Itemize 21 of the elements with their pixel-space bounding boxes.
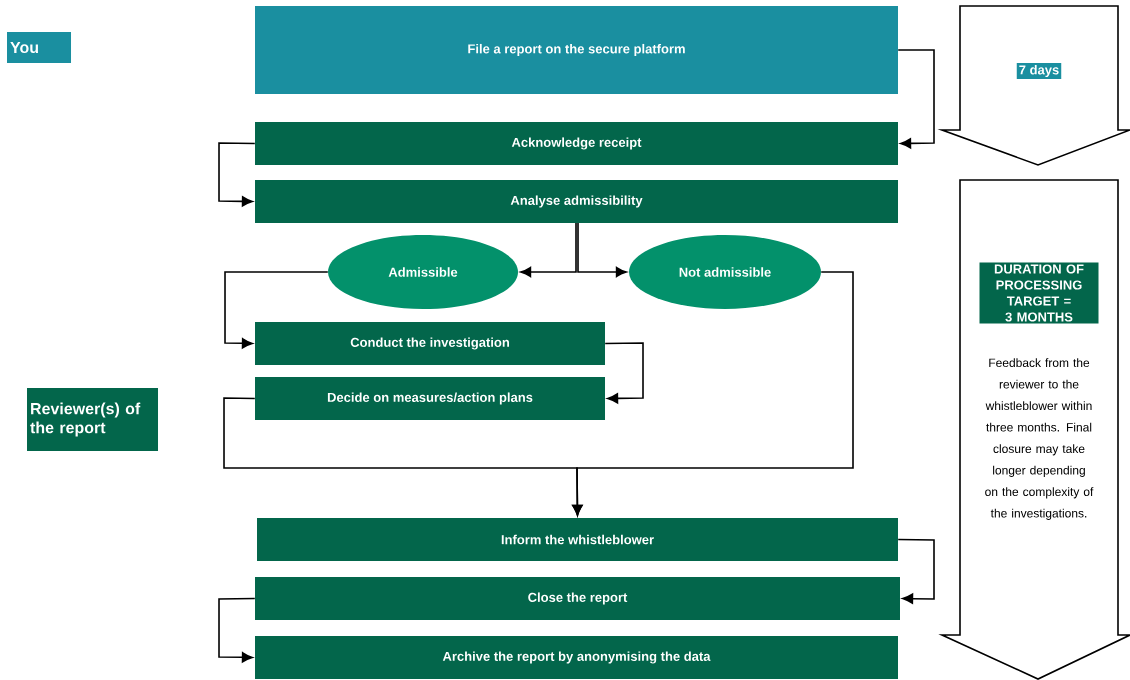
process-box: Inform the whistleblower [257,518,898,561]
process-box: File a report on the secure platform [255,6,898,94]
arrow [218,597,256,663]
role-label: You [7,32,71,63]
process-box: Analyse admissibility [255,180,898,223]
duration-panel: DURATION OF PROCESSING TARGET = 3 MONTHS Feedback from the reviewer to the whistleblower within three months. Final closure may take longer depending on the complexity of the investigations. [938,179,1130,680]
arrow [572,271,854,516]
arrow [520,222,577,278]
arrow [897,49,935,149]
arrow [218,142,256,207]
arrow [577,222,627,278]
role-label: Reviewer(s) of the report [27,388,158,451]
process-box: Archive the report by anonymising the data [255,636,898,679]
process-box: Close the report [255,577,900,620]
process-box: Acknowledge receipt [255,122,898,165]
arrow [224,271,329,349]
arrow [604,342,644,404]
duration-panel: 7 days [937,5,1130,166]
process-box: Conduct the investigation [255,322,605,365]
arrow [897,538,935,604]
process-box: Decide on measures/action plans [255,377,605,420]
